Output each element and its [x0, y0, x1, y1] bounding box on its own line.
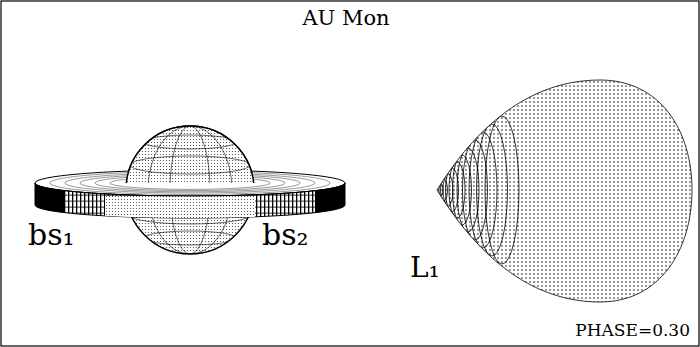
bright-spot-label: bs₁	[28, 220, 75, 250]
phase-label: PHASE=0.30	[575, 322, 690, 339]
bright-spot-label: bs₂	[262, 220, 309, 250]
primary-star-upper	[126, 126, 254, 183]
secondary-star	[437, 80, 692, 302]
lagrange-point-label: L₁	[410, 254, 440, 282]
title: AU Mon	[0, 8, 696, 29]
bright-spot	[315, 170, 345, 230]
